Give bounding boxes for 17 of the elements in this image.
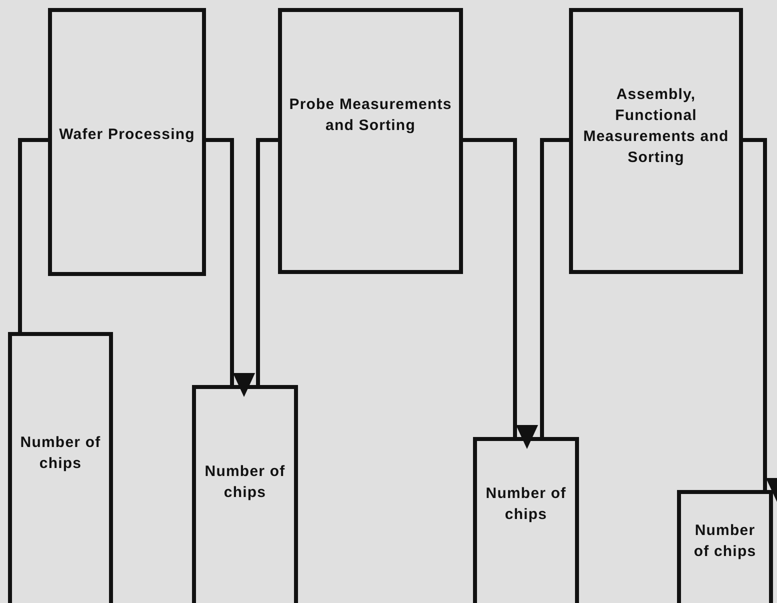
box-label: Assembly, Functional Measurements and Sorting xyxy=(582,85,730,168)
process-box xyxy=(473,437,579,603)
connector-arrow xyxy=(463,138,539,449)
box-label: Number of chips xyxy=(19,433,102,474)
box-label: Probe Measurements and Sorting xyxy=(288,95,453,136)
box-label: Number of chips xyxy=(204,462,286,503)
process-box xyxy=(278,8,463,274)
process-box xyxy=(48,8,206,276)
process-box xyxy=(8,332,113,603)
box-label: Number of chips xyxy=(484,484,568,525)
process-box xyxy=(569,8,743,274)
connector-arrow xyxy=(743,138,777,502)
connector-arrow xyxy=(206,138,256,397)
process-box xyxy=(677,490,773,603)
box-label: Number of chips xyxy=(692,521,758,562)
box-label: Wafer Processing xyxy=(58,125,196,145)
process-box xyxy=(192,385,298,603)
